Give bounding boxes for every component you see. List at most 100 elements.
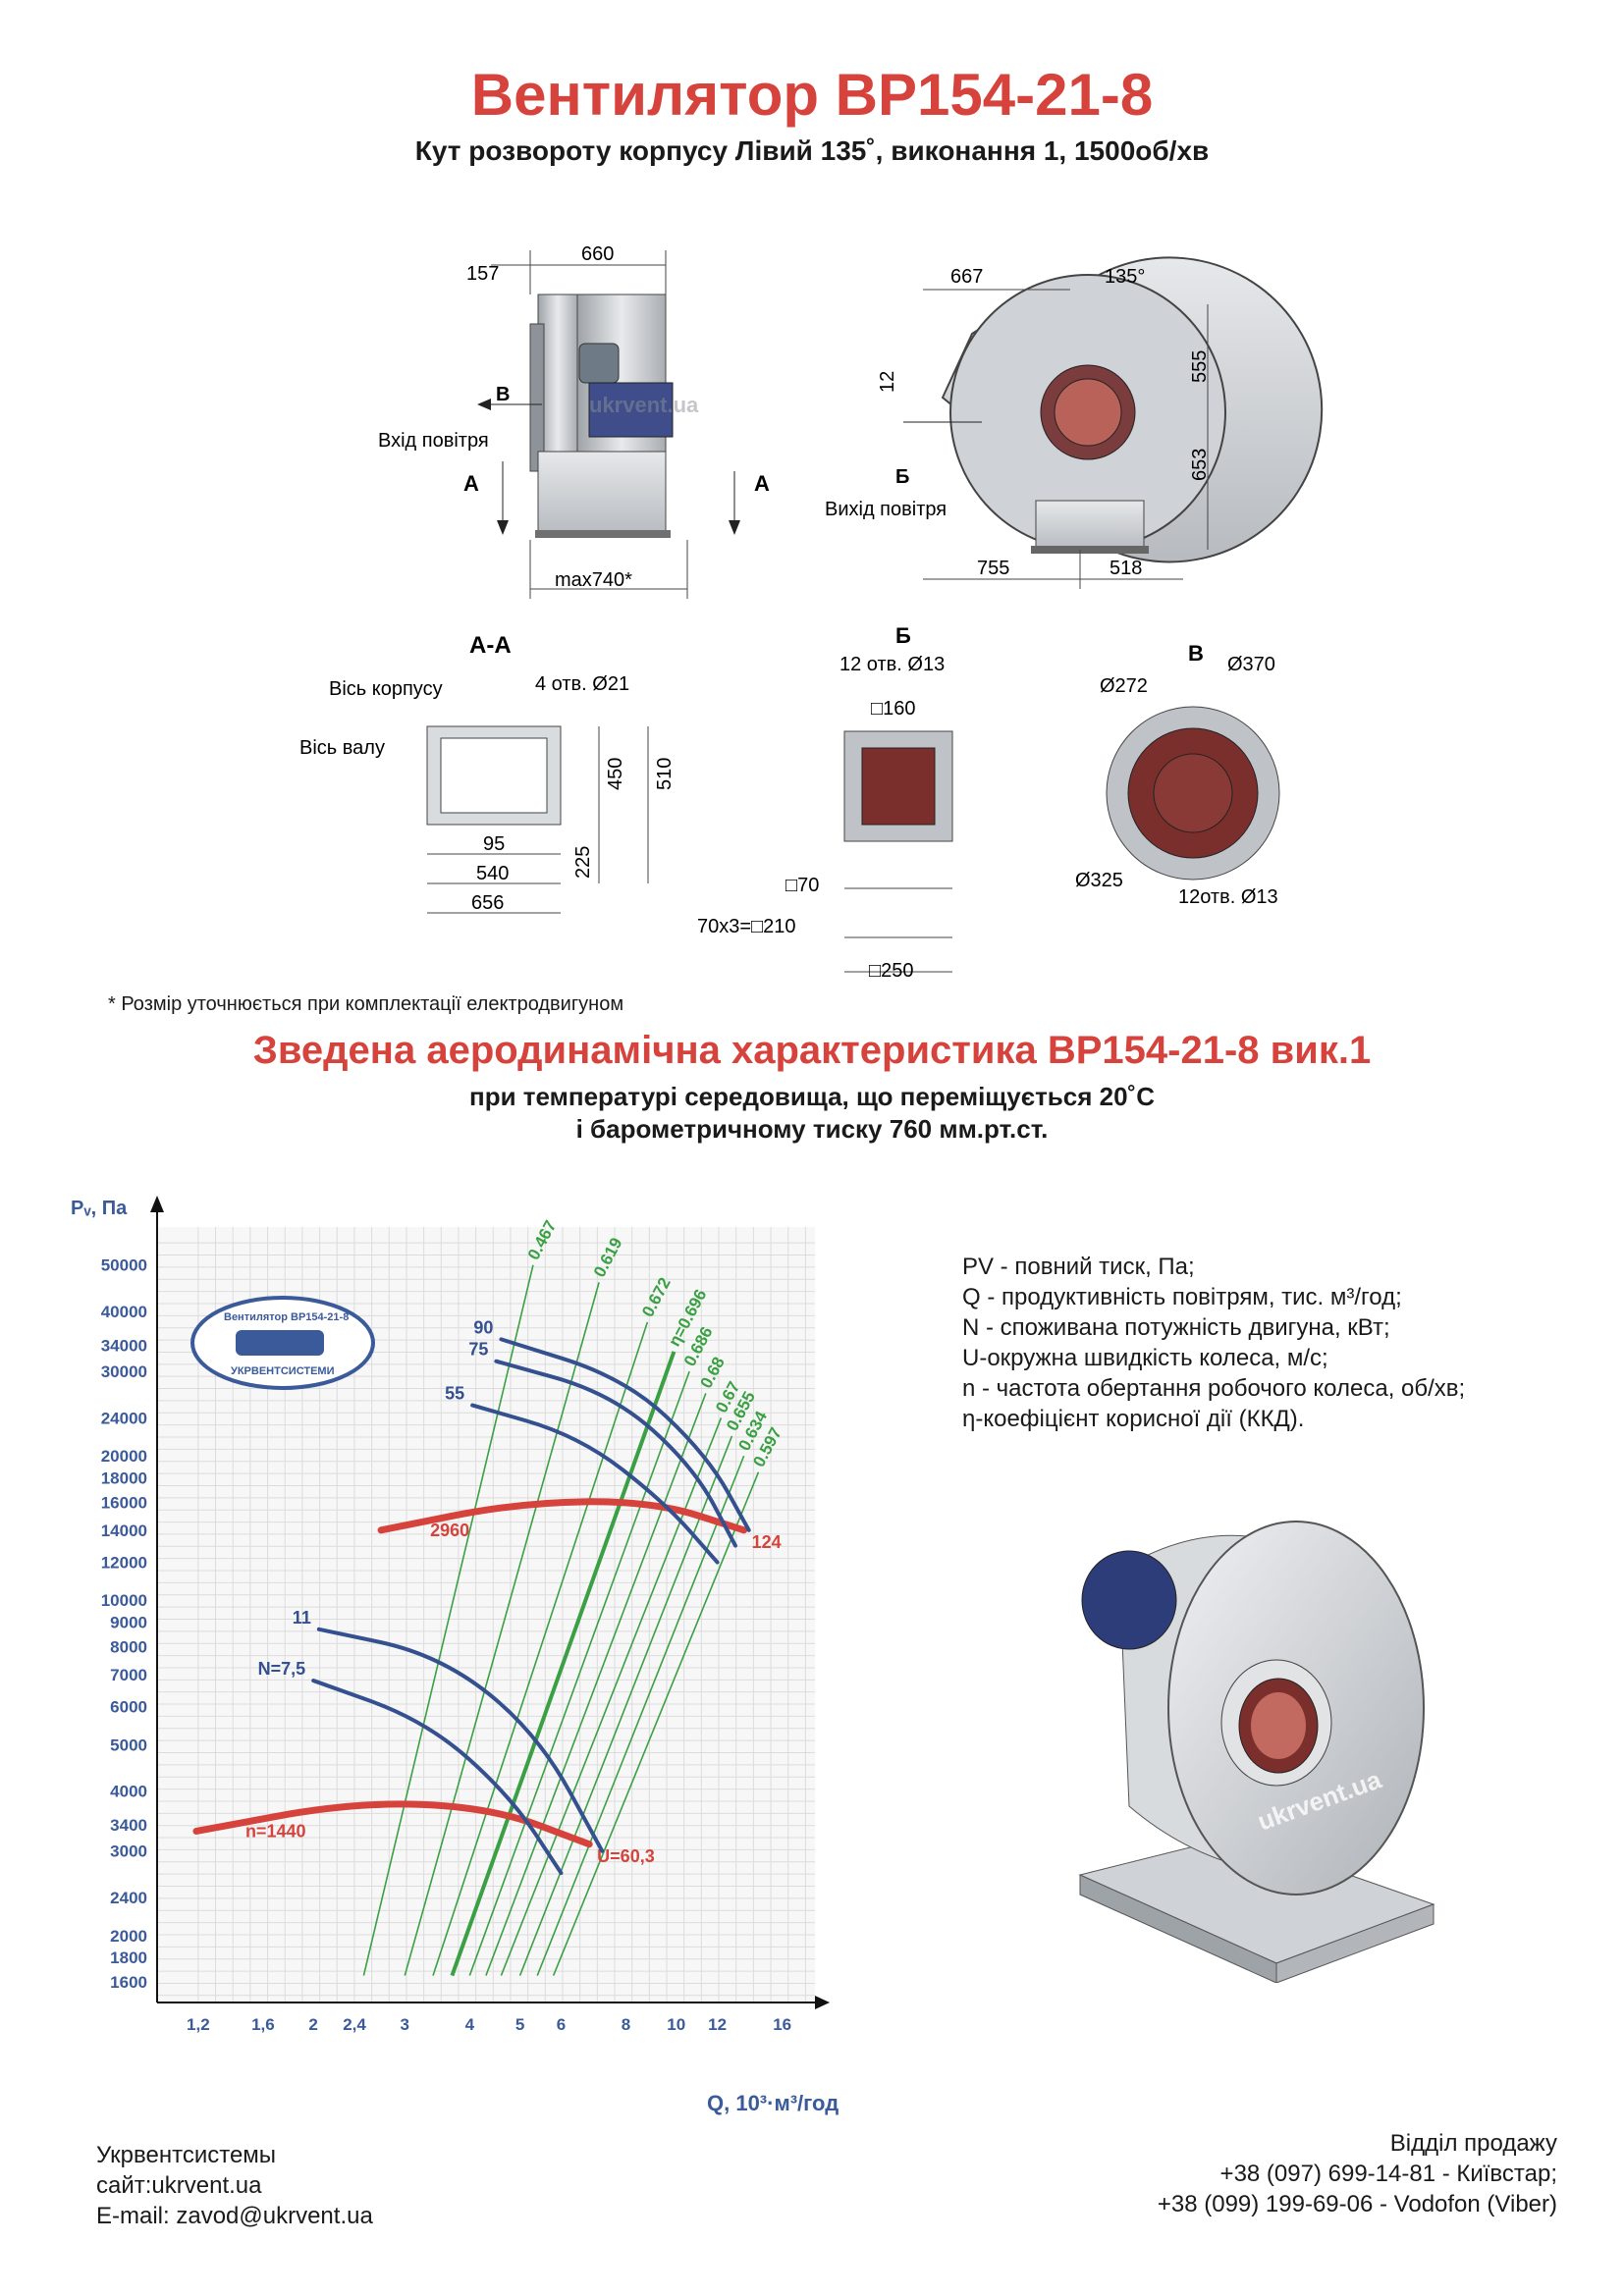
x-tick-label: 8 — [622, 2015, 630, 2034]
legend-item: n - частота обертання робочого колеса, о… — [962, 1375, 1466, 1402]
aa-axis-body: Вісь корпусу — [329, 678, 443, 700]
dim-518: 518 — [1110, 558, 1142, 579]
label-view-b: Б — [895, 466, 909, 488]
y-tick-label: 5000 — [110, 1735, 147, 1754]
label-view-v: В — [496, 384, 510, 405]
efficiency-line — [518, 1435, 733, 1976]
label-inlet: Вхід повітря — [378, 430, 489, 452]
sales-info: Відділ продажу +38 (097) 699-14-81 - Киї… — [1158, 2128, 1557, 2219]
v-d325: Ø325 — [1075, 870, 1123, 891]
page-subtitle: Кут розвороту корпусу Лівий 135˚, викона… — [414, 135, 1210, 166]
x-tick-label: 1,6 — [251, 2015, 275, 2034]
chart-logo: Вентилятор ВР154-21-8 УКРВЕНТСИСТЕМИ — [190, 1296, 375, 1390]
legend-item: U-окружна швидкість колеса, м/с; — [962, 1345, 1328, 1371]
efficiency-line — [536, 1455, 745, 1976]
company-email: E-mail: zavod@ukrvent.ua — [96, 2203, 373, 2229]
legend-item: Q - продуктивність повітрям, тис. м³/год… — [962, 1284, 1402, 1310]
power-curve — [316, 1627, 605, 1853]
section-title: Зведена аеродинамічна характеристика ВР1… — [252, 1029, 1372, 1072]
y-tick-label: 24000 — [101, 1409, 147, 1427]
speed-curve — [192, 1800, 593, 1848]
curve-label: 55 — [445, 1384, 464, 1404]
y-tick-label: 1600 — [110, 1973, 147, 1992]
b-sq70: □70 — [785, 875, 819, 896]
y-tick-label: 6000 — [110, 1698, 147, 1717]
label-outlet: Вихід повітря — [825, 499, 947, 520]
x-tick-label: 16 — [773, 2015, 791, 2034]
y-tick-label: 14000 — [101, 1522, 147, 1540]
company-info: Укрвентсистемы сайт:ukrvent.ua E-mail: z… — [96, 2140, 373, 2231]
aa-450: 450 — [605, 758, 626, 790]
x-tick-label: 6 — [557, 2015, 566, 2034]
company-name: Укрвентсистемы — [96, 2142, 277, 2168]
efficiency-line — [485, 1393, 707, 1976]
view-b-flange: Б 12 отв. Ø13 □160 □70 70х3=□210 □250 — [697, 623, 953, 982]
x-tick-label: 1,2 — [187, 2015, 210, 2034]
curve-end-label: 124 — [752, 1532, 782, 1552]
curve-label: 2960 — [430, 1521, 469, 1540]
footnote: * Розмір уточнюється при комплектації ел… — [108, 993, 624, 1015]
y-tick-label: 16000 — [101, 1493, 147, 1512]
chart-grid — [157, 1227, 815, 2002]
efficiency-line — [468, 1370, 690, 1976]
dim-555: 555 — [1189, 350, 1211, 383]
sales-phone-1: +38 (097) 699-14-81 - Київстар; — [1219, 2161, 1557, 2187]
y-tick-label: 2000 — [110, 1927, 147, 1946]
b-holes: 12 отв. Ø13 — [839, 654, 945, 675]
dim-667: 667 — [950, 266, 983, 288]
label-section-a-left: А — [463, 471, 479, 496]
x-tick-label: 3 — [401, 2015, 409, 2034]
legend-item: N - споживана потужність двигуна, кВт; — [962, 1314, 1390, 1341]
dim-755: 755 — [977, 558, 1009, 579]
efficiency-line — [552, 1471, 760, 1976]
aa-656: 656 — [471, 892, 504, 914]
aa-axis-shaft: Вісь валу — [299, 737, 385, 759]
section-line2: і барометричному тиску 760 мм.рт.ст. — [575, 1114, 1049, 1144]
y-tick-label: 1800 — [110, 1949, 147, 1967]
aero-chart: 1600180020002400300034004000500060007000… — [71, 1196, 839, 2115]
company-site: сайт:ukrvent.ua — [96, 2172, 262, 2199]
curve-label: 90 — [473, 1317, 493, 1337]
dim-653: 653 — [1189, 449, 1211, 481]
v-d370: Ø370 — [1227, 654, 1275, 675]
y-tick-label: 2400 — [110, 1889, 147, 1907]
legend-item: PV - повний тиск, Па; — [962, 1254, 1195, 1280]
dim-157: 157 — [466, 263, 499, 285]
y-tick-label: 8000 — [110, 1638, 147, 1657]
y-tick-label: 20000 — [101, 1447, 147, 1466]
v-title: В — [1188, 641, 1204, 666]
y-tick-label: 3400 — [110, 1816, 147, 1835]
aa-225: 225 — [572, 846, 594, 879]
dim-135deg: 135° — [1105, 266, 1145, 288]
power-curve — [470, 1403, 720, 1565]
y-tick-label: 12000 — [101, 1554, 147, 1573]
b-title: Б — [895, 623, 911, 648]
power-curve — [499, 1337, 751, 1532]
x-tick-label: 12 — [708, 2015, 727, 2034]
dim-12: 12 — [877, 371, 898, 393]
v-holes: 12отв. Ø13 — [1178, 886, 1278, 908]
curve-end-label: U=60,3 — [597, 1846, 655, 1866]
section-line1: при температурі середовища, що переміщує… — [469, 1082, 1155, 1111]
b-sq160: □160 — [871, 698, 915, 720]
x-tick-label: 5 — [515, 2015, 524, 2034]
aa-540: 540 — [476, 863, 509, 884]
curve-label: 75 — [468, 1340, 488, 1360]
efficiency-line — [432, 1321, 649, 1976]
y-axis-label: Pᵥ, Па — [71, 1198, 128, 1219]
y-tick-label: 3000 — [110, 1842, 147, 1861]
curve-label: N=7,5 — [258, 1659, 306, 1679]
dim-max740: max740* — [555, 569, 632, 591]
sales-phone-2: +38 (099) 199-69-06 - Vodofon (Viber) — [1157, 2191, 1557, 2217]
fan-picture: ukrvent.ua — [1078, 1521, 1435, 1983]
efficiency-line — [362, 1264, 534, 1976]
y-tick-label: 30000 — [101, 1362, 147, 1381]
y-tick-label: 34000 — [101, 1337, 147, 1356]
side-view: 157 660 max740* В Вхід повітря А А — [378, 243, 770, 599]
y-tick-label: 4000 — [110, 1783, 147, 1801]
curve-label: n=1440 — [245, 1821, 306, 1841]
legend-item: η-коефіцієнт корисної дії (ККД). — [962, 1406, 1305, 1432]
y-tick-label: 50000 — [101, 1256, 147, 1275]
dim-660: 660 — [581, 243, 614, 265]
